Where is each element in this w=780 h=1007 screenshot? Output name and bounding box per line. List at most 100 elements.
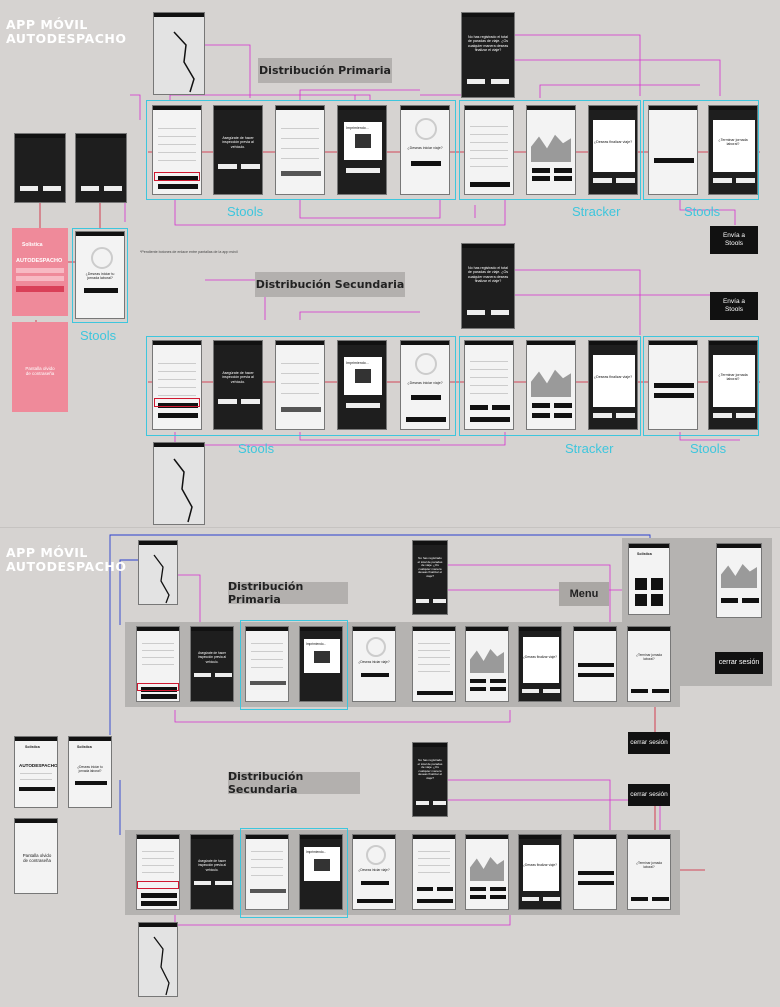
login-screen: Solistica AUTODESPACHO bbox=[14, 736, 58, 808]
end-workday-text: ¿Terminar jornada laboral? bbox=[718, 373, 748, 382]
stools-end-group-secondary bbox=[643, 336, 759, 436]
inspection-screen: Asegúrate de hacer inspección previa al … bbox=[213, 340, 263, 430]
section-title-primaria: Distribución Primaria bbox=[228, 580, 348, 606]
map-screen bbox=[138, 922, 178, 997]
next-trip-screen bbox=[573, 626, 617, 702]
printing-screen: Imprimiendo... bbox=[337, 340, 387, 430]
stools-group-primary bbox=[146, 100, 456, 200]
stools-login-group bbox=[72, 228, 128, 323]
app-title-top: APP MÓVIL AUTODESPACHO bbox=[6, 17, 127, 46]
label-stools: Stools bbox=[684, 204, 721, 219]
forgot-password-panel: Pantalla olvido de contraseña bbox=[12, 322, 68, 412]
start-trip-screen: ¿Deseas iniciar viaje? bbox=[352, 626, 396, 702]
stools-end-group-primary bbox=[643, 100, 759, 200]
trip-form-screen bbox=[152, 105, 202, 195]
end-workday-screen: ¿Terminar jornada laboral? bbox=[627, 626, 671, 702]
trip-detail-screen bbox=[412, 626, 456, 702]
alert-no-registrado-screen: No has registrado el total de paradas de… bbox=[412, 540, 448, 615]
label-stools: Stools bbox=[227, 204, 264, 219]
alert-screen bbox=[14, 133, 66, 203]
start-trip-text: ¿Deseas iniciar viaje? bbox=[358, 660, 390, 664]
highlight-button bbox=[137, 881, 179, 889]
tracking-chart-screen bbox=[526, 340, 576, 430]
brand-logo: Solistica bbox=[25, 745, 40, 749]
finish-trip-text: ¿Deseas finalizar viaje? bbox=[593, 375, 633, 379]
start-trip-screen: ¿Deseas iniciar viaje? bbox=[400, 105, 450, 195]
cerrar-sesion-button[interactable]: cerrar sesión bbox=[715, 652, 763, 674]
autodespacho-label: AUTODESPACHO bbox=[19, 763, 58, 768]
brand-logo: Solistica bbox=[22, 242, 43, 248]
forgot-password-label: Pantalla olvido de contraseña bbox=[25, 366, 55, 376]
stools-group-secondary bbox=[146, 336, 456, 436]
checklist-screen bbox=[245, 626, 289, 702]
stracker-group-primary bbox=[459, 100, 641, 200]
end-workday-text: ¿Terminar jornada laboral? bbox=[718, 138, 748, 147]
start-trip-text: ¿Deseas iniciar viaje? bbox=[358, 868, 390, 872]
envia-stools-button[interactable]: Envía a Stools bbox=[710, 226, 758, 254]
next-trip-screen bbox=[648, 105, 698, 195]
login-panel: Solistica AUTODESPACHO bbox=[12, 228, 68, 316]
trip-form-screen bbox=[136, 626, 180, 702]
alert-screen bbox=[75, 133, 127, 203]
checklist-screen bbox=[245, 834, 289, 910]
finish-trip-text: ¿Deseas finalizar viaje? bbox=[523, 655, 557, 659]
label-stracker: Stracker bbox=[572, 204, 621, 219]
alert-text: No has registrado el total de paradas de… bbox=[467, 266, 509, 284]
finish-trip-screen: ¿Deseas finalizar viaje? bbox=[518, 626, 562, 702]
printing-screen: Imprimiendo... bbox=[299, 834, 343, 910]
cerrar-sesion-button[interactable]: cerrar sesión bbox=[628, 784, 670, 806]
alert-text: No has registrado el total de paradas de… bbox=[417, 758, 443, 780]
inspection-text: Asegúrate de hacer inspección previa al … bbox=[222, 371, 254, 384]
start-trip-text: ¿Deseas iniciar viaje? bbox=[407, 146, 443, 150]
alert-no-registrado-screen: No has registrado el total de paradas de… bbox=[461, 243, 515, 329]
footnote: *Pendiente botones de enlace entre panta… bbox=[140, 250, 238, 254]
end-workday-screen: ¿Terminar jornada laboral? bbox=[708, 105, 758, 195]
inspection-screen: Asegúrate de hacer inspección previa al … bbox=[213, 105, 263, 195]
alert-text: No has registrado el total de paradas de… bbox=[417, 556, 443, 578]
tracking-chart-screen bbox=[465, 626, 509, 702]
trip-detail-screen bbox=[412, 834, 456, 910]
inspection-text: Asegúrate de hacer inspección previa al … bbox=[222, 136, 254, 149]
printing-text: Imprimiendo... bbox=[346, 126, 369, 130]
menu-title: Menu bbox=[559, 582, 609, 606]
trip-detail-screen bbox=[464, 105, 514, 195]
highlight-button bbox=[137, 683, 179, 691]
printing-text: Imprimiendo... bbox=[306, 850, 327, 854]
trip-form-screen bbox=[152, 340, 202, 430]
label-stools: Stools bbox=[80, 328, 117, 343]
cerrar-sesion-button[interactable]: cerrar sesión bbox=[628, 732, 670, 754]
next-trip-screen bbox=[648, 340, 698, 430]
printing-text: Imprimiendo... bbox=[306, 642, 327, 646]
label-stracker: Stracker bbox=[565, 441, 614, 456]
label-stools: Stools bbox=[238, 441, 275, 456]
trip-form-screen bbox=[136, 834, 180, 910]
autodespacho-label: AUTODESPACHO bbox=[16, 258, 63, 264]
inspection-text: Asegúrate de hacer inspección previa al … bbox=[198, 859, 226, 872]
start-trip-screen: ¿Deseas iniciar viaje? bbox=[352, 834, 396, 910]
highlight-button bbox=[154, 398, 200, 407]
envia-stools-button[interactable]: Envía a Stools bbox=[710, 292, 758, 320]
printing-screen: Imprimiendo... bbox=[299, 626, 343, 702]
printing-text: Imprimiendo... bbox=[346, 361, 369, 365]
tracking-chart-screen bbox=[465, 834, 509, 910]
brand-logo: Solistica bbox=[637, 552, 652, 556]
checklist-screen bbox=[275, 105, 325, 195]
label-stools: Stools bbox=[690, 441, 727, 456]
finish-trip-text: ¿Deseas finalizar viaje? bbox=[523, 863, 557, 867]
end-workday-screen: ¿Terminar jornada laboral? bbox=[708, 340, 758, 430]
start-workday-text: ¿Deseas iniciar tu jornada laboral? bbox=[85, 272, 115, 281]
menu-screen: Solistica bbox=[628, 543, 670, 615]
start-workday-screen: Solistica ¿Deseas iniciar tu jornada lab… bbox=[68, 736, 112, 808]
cyan-group-primary bbox=[240, 620, 348, 710]
alert-no-registrado-screen: No has registrado el total de paradas de… bbox=[461, 12, 515, 98]
alert-text: No has registrado el total de paradas de… bbox=[467, 35, 509, 53]
next-trip-screen bbox=[573, 834, 617, 910]
end-workday-screen: ¿Terminar jornada laboral? bbox=[627, 834, 671, 910]
inspection-screen: Asegúrate de hacer inspección previa al … bbox=[190, 626, 234, 702]
trip-detail-screen bbox=[464, 340, 514, 430]
forgot-password-screen: Pantalla olvido de contraseña bbox=[14, 818, 58, 894]
cyan-group-secondary bbox=[240, 828, 348, 918]
end-workday-text: ¿Terminar jornada laboral? bbox=[636, 861, 662, 870]
highlight-button bbox=[154, 172, 200, 181]
